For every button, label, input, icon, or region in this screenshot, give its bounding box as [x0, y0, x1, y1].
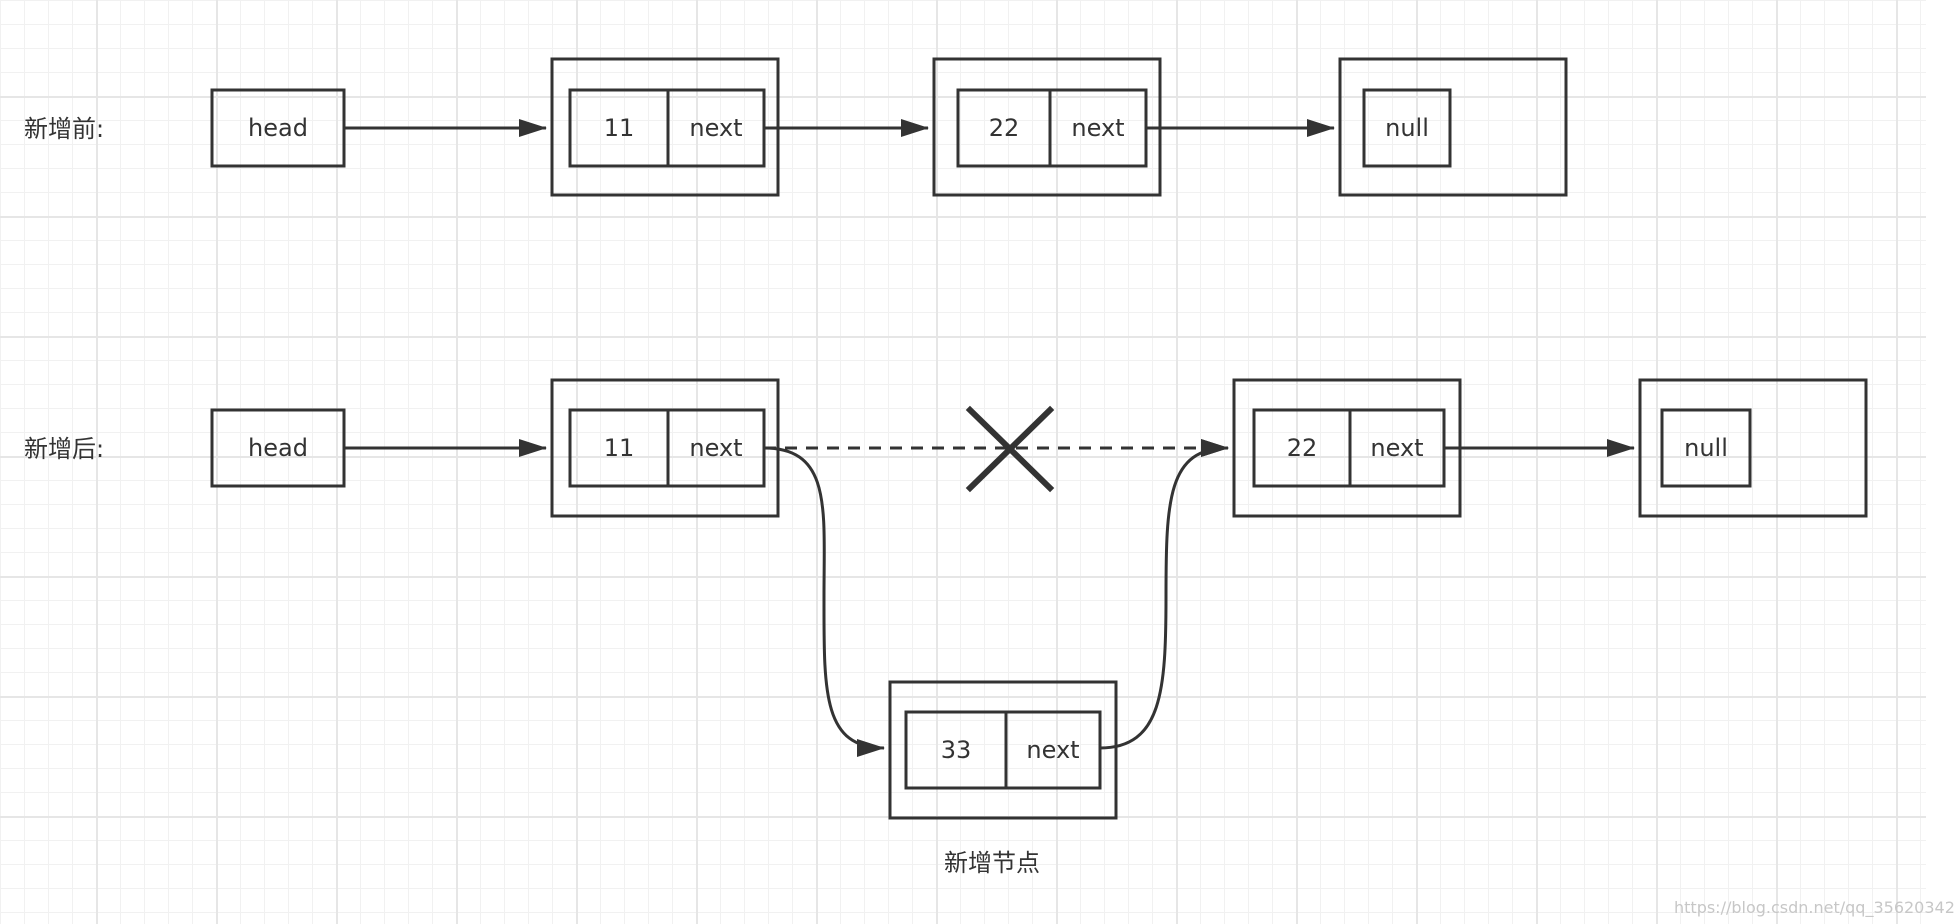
- after-arrows: [344, 439, 1635, 757]
- new-node-caption: 新增节点: [944, 849, 1040, 877]
- before-tail-outer: [1338, 57, 1568, 197]
- after-tail-inner: [1660, 408, 1752, 488]
- before-node-22-outer: [932, 57, 1162, 197]
- after-node-11-outer: [550, 378, 780, 518]
- after-node-22-outer: [1232, 378, 1462, 518]
- after-tail-label: null: [1684, 434, 1728, 462]
- cross-icon: [965, 405, 1055, 493]
- new-node-inner: [904, 710, 1102, 790]
- after-head-label: head: [248, 434, 308, 462]
- before-tail-label: null: [1385, 114, 1429, 142]
- after-node-11-next: next: [689, 434, 743, 462]
- before-node-22-value: 22: [988, 114, 1020, 142]
- before-tail-inner: [1362, 88, 1452, 168]
- after-node-22-value: 22: [1286, 434, 1318, 462]
- before-section-label: 新增前:: [24, 115, 105, 143]
- after-tail-outer: [1638, 378, 1868, 518]
- before-node-22-next: next: [1071, 114, 1125, 142]
- before-node-11-next: next: [689, 114, 743, 142]
- watermark-text: https://blog.csdn.net/qq_35620342: [1674, 898, 1955, 917]
- before-node-11-outer: [550, 57, 780, 197]
- after-section-label: 新增后:: [24, 435, 105, 463]
- before-node-11-value: 11: [603, 114, 635, 142]
- new-node-value: 33: [940, 736, 972, 764]
- new-link-33-to-22: [1099, 439, 1229, 750]
- new-link-11-to-33: [763, 446, 885, 757]
- after-node-22-next: next: [1370, 434, 1424, 462]
- after-node-11-value: 11: [603, 434, 635, 462]
- before-head-label: head: [248, 114, 308, 142]
- new-node-outer: [888, 680, 1118, 820]
- new-node-next: next: [1026, 736, 1080, 764]
